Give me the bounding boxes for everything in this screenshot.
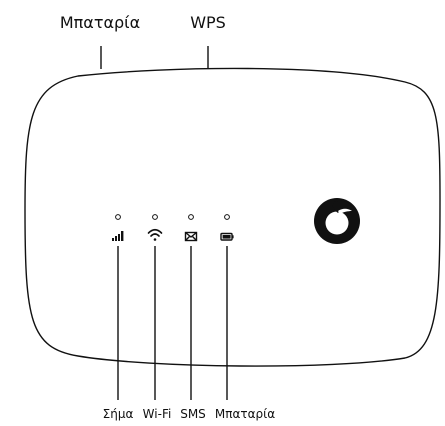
sms-led [188,214,194,220]
label-signal: Σήμα [103,407,134,421]
signal-bars-icon [112,231,124,241]
wifi-led [152,214,158,220]
envelope-icon [184,231,198,242]
signal-led [115,214,121,220]
label-wifi: Wi-Fi [143,407,172,421]
battery-led [224,214,230,220]
label-wps-button: WPS [190,13,226,32]
label-sms: SMS [180,407,206,421]
label-battery-button: Μπαταρία [60,13,140,32]
label-battery: Μπαταρία [215,407,275,421]
vodafone-speechmark-logo [314,198,360,244]
device-outline [24,67,441,367]
wifi-icon [147,228,163,241]
battery-icon [220,232,234,241]
